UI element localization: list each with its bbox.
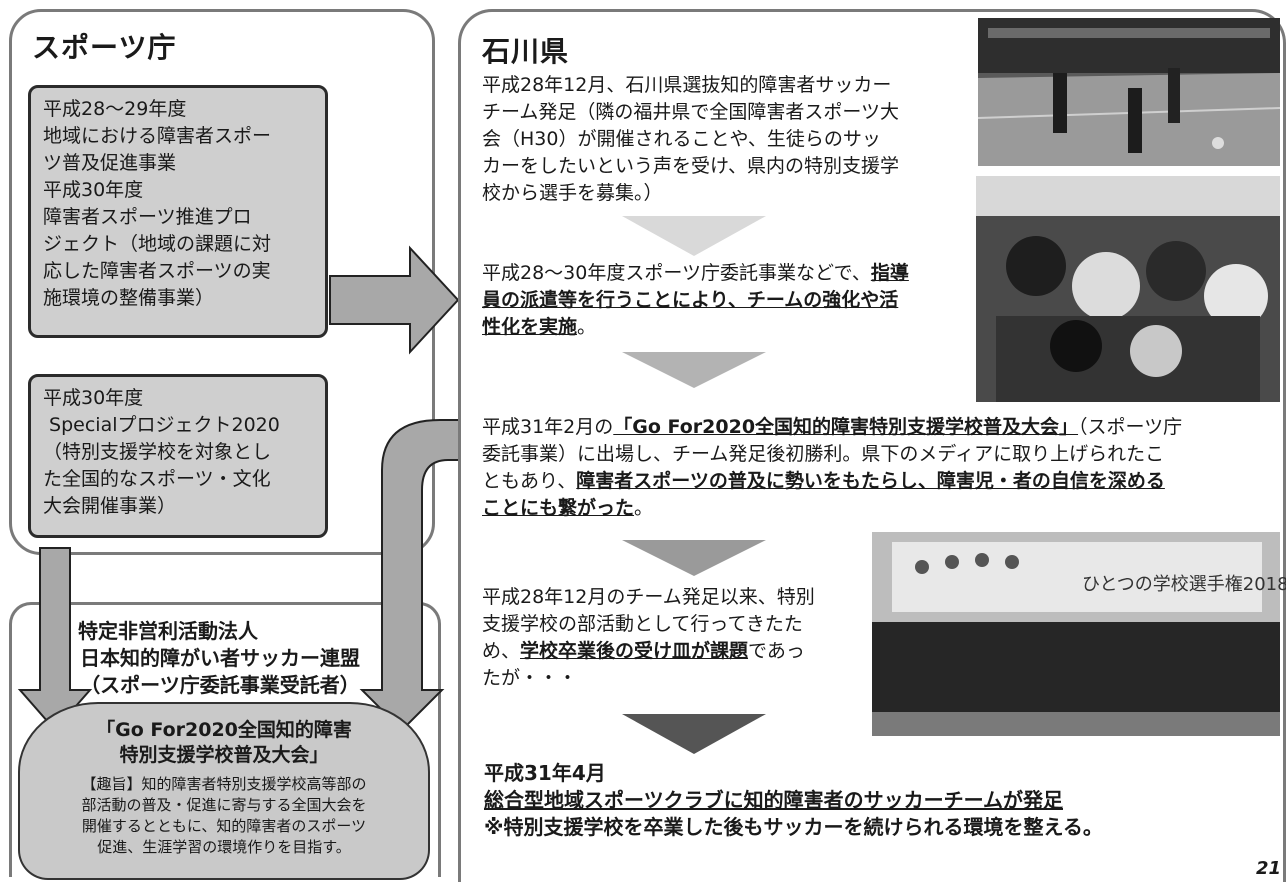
step1-line: チーム発足（隣の福井県で全国障害者スポーツ大 [482, 101, 900, 123]
step3-text: 平成31年2月の「Go For2020全国知的障害特別支援学校普及大会」（スポー… [482, 414, 1282, 522]
step4-suffix: であっ [748, 640, 805, 662]
page-number: 21 [1256, 858, 1282, 879]
program-line: 応した障害者スポーツの実 [43, 260, 271, 282]
program-line: 地域における障害者スポー [43, 125, 272, 147]
step-arrow-3 [622, 540, 766, 576]
step2-text: 平成28～30年度スポーツ庁委託事業などで、指導 員の派遣等を行うことにより、チ… [482, 260, 972, 341]
step3-bold: ことにも繋がった [482, 497, 635, 519]
tournament-name: 「Go For2020全国知的障害 特別支援学校普及大会」 [20, 718, 428, 768]
step1-text: 平成28年12月、石川県選抜知的障害者サッカー チーム発足（隣の福井県で全国障害… [482, 72, 962, 207]
step4-bold: 学校卒業後の受け皿が課題 [520, 640, 749, 662]
npo-line: 特定非営利活動法人 [78, 619, 258, 643]
step3-line: 委託事業）に出場し、チーム発足後初勝利。県下のメディアに取り上げられたこ [482, 443, 1165, 465]
step2-prefix: 平成28～30年度スポーツ庁委託事業などで、 [482, 262, 871, 284]
gym-photo-image [977, 18, 1281, 166]
purpose-line: 開催するとともに、知的障害者のスポーツ [81, 817, 367, 835]
team-banner-text: ひとつの学校選手権2018 [1082, 574, 1286, 595]
step1-line: 平成28年12月、石川県選抜知的障害者サッカー [482, 74, 892, 96]
team-photo-image: ひとつの学校選手権2018 [872, 532, 1286, 736]
npo-line: 日本知的障がい者サッカー連盟 [80, 646, 360, 670]
huddle-photo [976, 176, 1280, 402]
program-line: た全国的なスポーツ・文化 [43, 468, 271, 490]
step-arrow-4 [622, 714, 766, 754]
step2-bold: 指導 [870, 262, 909, 284]
step1-line: 校から選手を募集。） [482, 182, 663, 204]
step-arrow-2 [622, 352, 766, 388]
step4-prefix: め、 [482, 640, 521, 662]
step3-event: 「Go For2020全国知的障害特別支援学校普及大会」 [613, 416, 1079, 438]
tournament-name-line: 特別支援学校普及大会」 [119, 744, 329, 766]
program-line: （特別支援学校を対象とし [43, 441, 272, 463]
step2-bold: 性化を実施 [482, 316, 578, 338]
program-line: Specialプロジェクト2020 [43, 414, 280, 436]
program-line: 平成30年度 [43, 387, 144, 409]
step3-prefix: ともあり、 [482, 470, 577, 492]
program-line: 大会開催事業） [43, 495, 177, 517]
sports-agency-title: スポーツ庁 [32, 31, 177, 64]
step3-prefix: 平成31年2月の [482, 416, 614, 438]
step4-text: 平成28年12月のチーム発足以来、特別 支援学校の部活動として行ってきたた め、… [482, 584, 862, 692]
step-arrow-1 [622, 216, 766, 256]
program-line: 施環境の整備事業） [43, 287, 215, 309]
npo-org-name: 特定非営利活動法人 日本知的障がい者サッカー連盟 （スポーツ庁委託事業受託者） [60, 618, 380, 699]
program-line: ツ普及促進事業 [43, 152, 177, 174]
program-line: 平成30年度 [43, 179, 144, 201]
step3-bold: 障害者スポーツの普及に勢いをもたらし、障害児・者の自信を深める [576, 470, 1165, 492]
result-line: 平成31年4月 [484, 761, 606, 785]
purpose-line: 部活動の普及・促進に寄与する全国大会を [81, 796, 367, 814]
tournament-name-line: 「Go For2020全国知的障害 [96, 719, 352, 741]
program-line: 平成28～29年度 [43, 98, 187, 120]
step4-line: 平成28年12月のチーム発足以来、特別 [482, 586, 815, 608]
step1-line: カーをしたいという声を受け、県内の特別支援学 [482, 155, 900, 177]
result-line: 総合型地域スポーツクラブに知的障害者のサッカーチームが発足 [484, 788, 1063, 812]
team-photo: ひとつの学校選手権2018 [872, 532, 1286, 736]
tournament-oval: 「Go For2020全国知的障害 特別支援学校普及大会」 【趣旨】知的障害者特… [18, 702, 430, 880]
purpose-line: 促進、生涯学習の環境作りを目指す。 [97, 838, 351, 856]
step2-suffix: 。 [577, 316, 597, 338]
npo-line: （スポーツ庁委託事業受託者） [80, 673, 360, 697]
ishikawa-title: 石川県 [482, 35, 570, 68]
huddle-photo-image [976, 176, 1280, 402]
step3-suffix: （スポーツ庁 [1078, 416, 1183, 438]
result-text: 平成31年4月 総合型地域スポーツクラブに知的障害者のサッカーチームが発足 ※特… [484, 760, 1264, 841]
step3-suffix: 。 [634, 497, 654, 519]
step2-bold: 員の派遣等を行うことにより、チームの強化や活 [482, 289, 899, 311]
program-line: ジェクト（地域の課題に対 [43, 233, 272, 255]
program-box-2016-2018: 平成28～29年度 地域における障害者スポー ツ普及促進事業 平成30年度 障害… [28, 85, 328, 338]
program-line: 障害者スポーツ推進プロ [43, 206, 252, 228]
result-line: ※特別支援学校を卒業した後もサッカーを続けられる環境を整える。 [484, 815, 1103, 839]
purpose-line: 【趣旨】知的障害者特別支援学校高等部の [81, 775, 367, 793]
program-box-special-2020: 平成30年度 Specialプロジェクト2020 （特別支援学校を対象とし た全… [28, 374, 328, 538]
step1-line: 会（H30）が開催されることや、生徒らのサッ [482, 128, 881, 150]
step4-line: たが・・・ [482, 667, 578, 689]
gym-photo [977, 18, 1281, 166]
step4-line: 支援学校の部活動として行ってきたた [482, 613, 803, 635]
tournament-purpose: 【趣旨】知的障害者特別支援学校高等部の 部活動の普及・促進に寄与する全国大会を … [20, 774, 428, 858]
